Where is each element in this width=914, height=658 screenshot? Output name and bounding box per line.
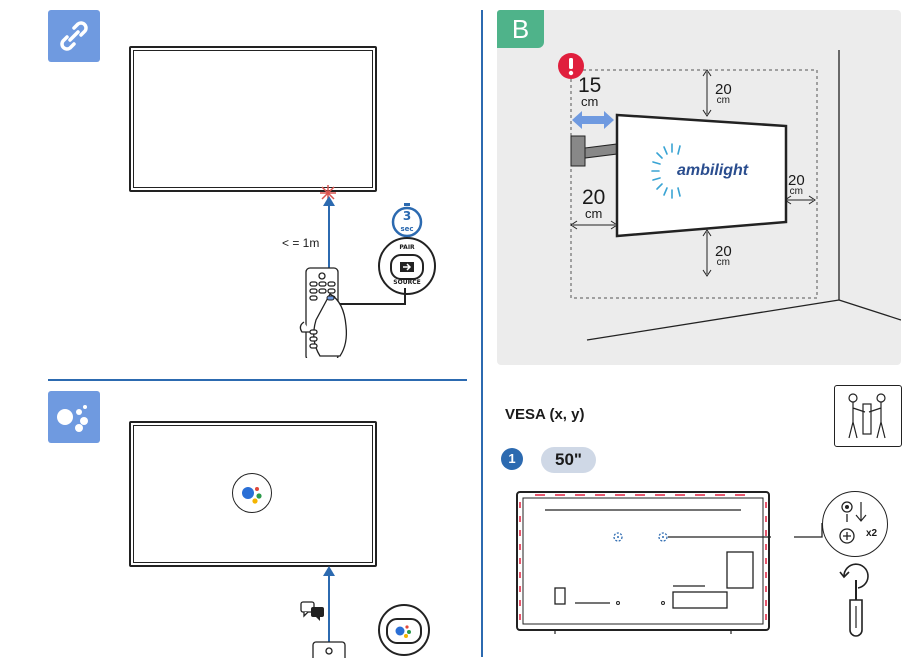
voice-signal-line (328, 575, 330, 645)
voice-signal-arrow-icon (323, 566, 335, 576)
top-distance-label: 20 cm (715, 81, 732, 106)
tv-on-wall (615, 113, 788, 238)
link-icon (48, 10, 100, 62)
remote-in-hand (299, 267, 348, 358)
tv-front-pairing (129, 46, 377, 192)
pair-source-button-callout: PAIR SOURCE (378, 237, 436, 295)
step-number-badge: 1 (501, 448, 523, 470)
column-divider (481, 10, 483, 657)
vesa-title: VESA (x, y) (505, 406, 585, 423)
two-person-lift-icon (834, 385, 902, 447)
right-distance-label: 20 cm (788, 172, 805, 197)
screw-callout: x2 (822, 491, 888, 557)
source-label: SOURCE (393, 279, 421, 286)
assistant-on-screen (232, 473, 272, 513)
assistant-button-callout (378, 604, 430, 656)
callout-connector (332, 288, 406, 305)
signal-line (328, 205, 330, 295)
source-icon (400, 262, 414, 272)
signal-arrow-icon (323, 196, 335, 206)
ambilight-burst-icon (651, 143, 681, 199)
timer-badge: 3 sec (391, 203, 423, 237)
swivel-distance-label: 15 cm (578, 74, 602, 109)
google-assistant-button-icon (395, 625, 411, 638)
timer-unit: sec (400, 225, 414, 233)
speech-bubbles-icon (300, 601, 324, 621)
swivel-distance-arrow (572, 111, 614, 129)
screw-connector (794, 523, 823, 538)
google-assistant-icon (48, 391, 100, 443)
tv-back-view (516, 491, 771, 634)
room-perspective (570, 50, 901, 341)
stopwatch-icon (391, 203, 423, 237)
section-divider (48, 379, 467, 381)
screw-icon (839, 501, 867, 544)
pair-label: PAIR (399, 244, 415, 251)
tv-size-badge: 50" (541, 447, 596, 473)
assistant-button (386, 618, 422, 644)
source-button (390, 254, 424, 280)
timer-value: 3 (402, 209, 412, 223)
remote-top (312, 641, 346, 658)
bottom-distance-label: 20 cm (715, 243, 732, 268)
screw-count: x2 (866, 528, 878, 539)
screwdriver-icon (839, 563, 869, 637)
ambilight-logo-text: ambilight (677, 162, 749, 179)
distance-label: < = 1m (282, 236, 320, 250)
google-assistant-logo-icon (242, 487, 262, 504)
warning-icon (558, 53, 584, 79)
left-distance-label: 20 cm (582, 186, 606, 221)
section-b-badge: B (497, 10, 544, 48)
